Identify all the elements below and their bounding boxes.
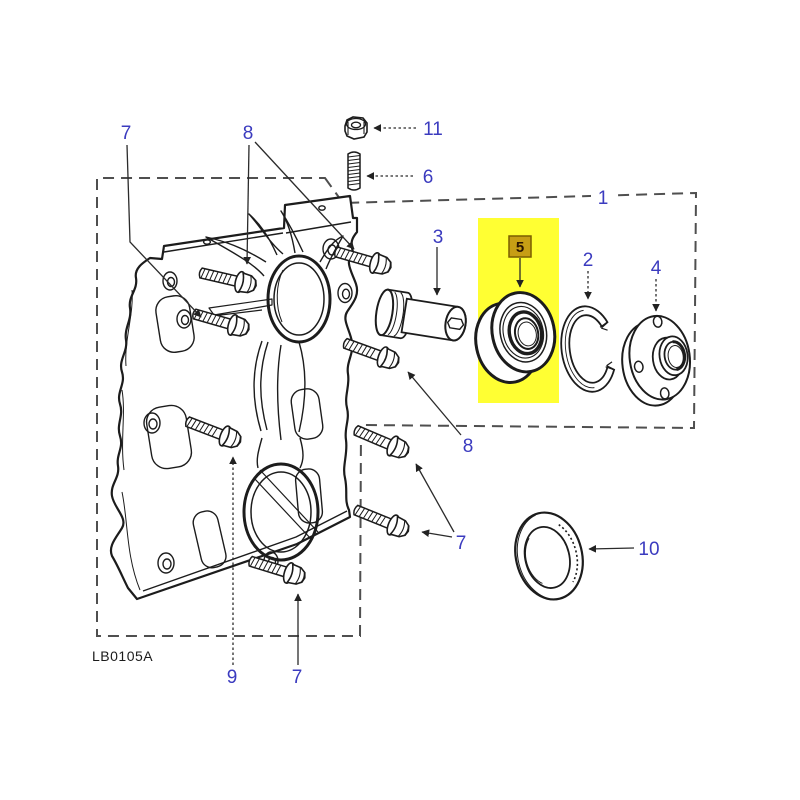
timing-cover-outline — [109, 194, 359, 601]
callout-7-bottom[interactable]: 7 — [292, 667, 303, 688]
drawing-code: LB0105A — [92, 648, 153, 664]
callout-5-badge[interactable]: 5 — [508, 235, 532, 258]
callout-7-top[interactable]: 7 — [121, 123, 132, 144]
leader-7-mid-a — [415, 463, 455, 533]
callout-10[interactable]: 10 — [638, 539, 659, 560]
callout-8-top[interactable]: 8 — [243, 123, 254, 144]
callout-3[interactable]: 3 — [433, 227, 444, 248]
lower-opening — [242, 462, 320, 562]
callout-5[interactable]: 5 — [516, 239, 524, 256]
callout-11[interactable]: 11 — [423, 119, 443, 140]
leader-8-top-b — [254, 141, 355, 250]
callout-1[interactable]: 1 — [598, 188, 609, 209]
callout-7-mid[interactable]: 7 — [456, 533, 467, 554]
hex-nut — [344, 116, 368, 140]
hub-flange — [621, 314, 691, 407]
circlip — [560, 305, 616, 393]
callout-9[interactable]: 9 — [227, 667, 238, 688]
callout-2[interactable]: 2 — [583, 250, 594, 271]
oil-seal — [514, 511, 584, 601]
timing-cover — [109, 194, 359, 601]
leader-7-top — [126, 144, 202, 318]
leader-lines — [126, 124, 660, 665]
callout-8-mid[interactable]: 8 — [463, 436, 474, 457]
callout-6[interactable]: 6 — [423, 167, 434, 188]
threaded-stud — [347, 151, 361, 191]
bearing — [474, 291, 557, 384]
leader-7-mid-b — [421, 529, 453, 538]
leader-8-mid — [407, 371, 462, 436]
spindle — [374, 288, 467, 342]
kit-boundary-dashed-box — [96, 177, 698, 637]
callout-1-backing — [591, 186, 615, 204]
cover-bolt-holes — [143, 238, 353, 574]
callout-4[interactable]: 4 — [651, 258, 662, 279]
leader-8-top-a — [243, 144, 252, 265]
leader-10 — [588, 544, 635, 553]
fasteners — [181, 116, 414, 589]
